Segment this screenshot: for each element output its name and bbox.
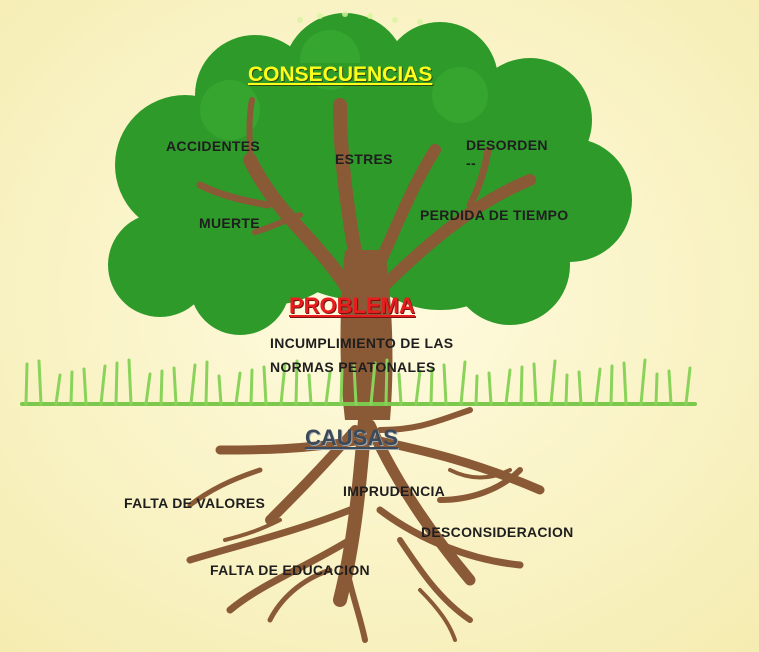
tree-roots: [186, 407, 545, 643]
cause-imprudencia: IMPRUDENCIA: [343, 483, 446, 499]
grass-blade: [622, 361, 628, 406]
grass-blade: [217, 374, 223, 406]
grass-blade: [639, 358, 647, 406]
problem-line-2: NORMAS PEATONALES: [270, 359, 436, 375]
grass-blade: [69, 370, 74, 406]
grass-blade: [504, 368, 512, 406]
grass-blade: [262, 365, 268, 406]
grass-blade: [609, 364, 614, 406]
grass-blade: [442, 363, 448, 406]
grass-blade: [204, 360, 209, 406]
consequence-desorden-dashes: --: [466, 155, 476, 171]
grass-blade: [594, 367, 602, 406]
consequence-accidentes: ACCIDENTES: [166, 138, 261, 154]
consequence-muerte: MUERTE: [199, 215, 260, 231]
grass-blade: [667, 369, 673, 406]
grass-blade: [519, 365, 524, 406]
grass-blade: [549, 359, 557, 406]
grass-blade: [24, 362, 29, 406]
grass-blade: [459, 360, 467, 406]
grass-blade: [474, 374, 479, 406]
grass-blade: [234, 371, 242, 406]
grass-blade: [249, 368, 254, 406]
grass-blade: [384, 358, 389, 406]
cause-falta-de-educacion: FALTA DE EDUCACION: [210, 562, 370, 578]
grass-blade: [654, 372, 659, 406]
grass-blade: [352, 364, 358, 406]
grass-blade: [144, 372, 152, 406]
grass-blade: [429, 366, 434, 406]
grass-blade: [564, 373, 569, 406]
consequences-title: CONSECUENCIAS: [246, 63, 435, 86]
grass-blade: [114, 361, 119, 406]
grass-blade: [369, 361, 377, 406]
grass-blade: [54, 373, 62, 406]
consequence-desorden: DESORDEN: [466, 137, 548, 153]
problem-line-1: INCUMPLIMIENTO DE LAS: [270, 335, 454, 351]
grass-blade: [414, 369, 422, 406]
grass-blade: [82, 367, 88, 406]
grass-blade: [684, 366, 692, 406]
grass-blade: [294, 359, 299, 406]
foliage-sparkle: [297, 11, 423, 25]
cause-falta-de-valores: FALTA DE VALORES: [124, 495, 266, 511]
grass-blade: [189, 363, 197, 406]
grass-blade: [577, 370, 583, 406]
grass-blade: [397, 372, 403, 406]
grass-blade: [99, 364, 107, 406]
grass-blade: [324, 370, 332, 406]
causes-title: CAUSAS: [305, 425, 398, 450]
consequence-estres: ESTRES: [335, 151, 393, 167]
grass-blade: [172, 366, 178, 406]
grass-blade: [339, 367, 344, 406]
grass-blades: [24, 358, 692, 406]
grass-blade: [307, 373, 313, 406]
grass-blade: [37, 359, 43, 406]
grass-blade: [279, 362, 287, 406]
grass-blade: [159, 369, 164, 406]
cause-desconsideracion: DESCONSIDERACION: [421, 524, 574, 540]
grass-blade: [127, 358, 133, 406]
problem-title: PROBLEMA: [289, 293, 415, 318]
consequence-perdida-de-tiempo: PERDIDA DE TIEMPO: [420, 207, 569, 223]
grass-blade: [532, 362, 538, 406]
grass-blade: [487, 371, 493, 406]
